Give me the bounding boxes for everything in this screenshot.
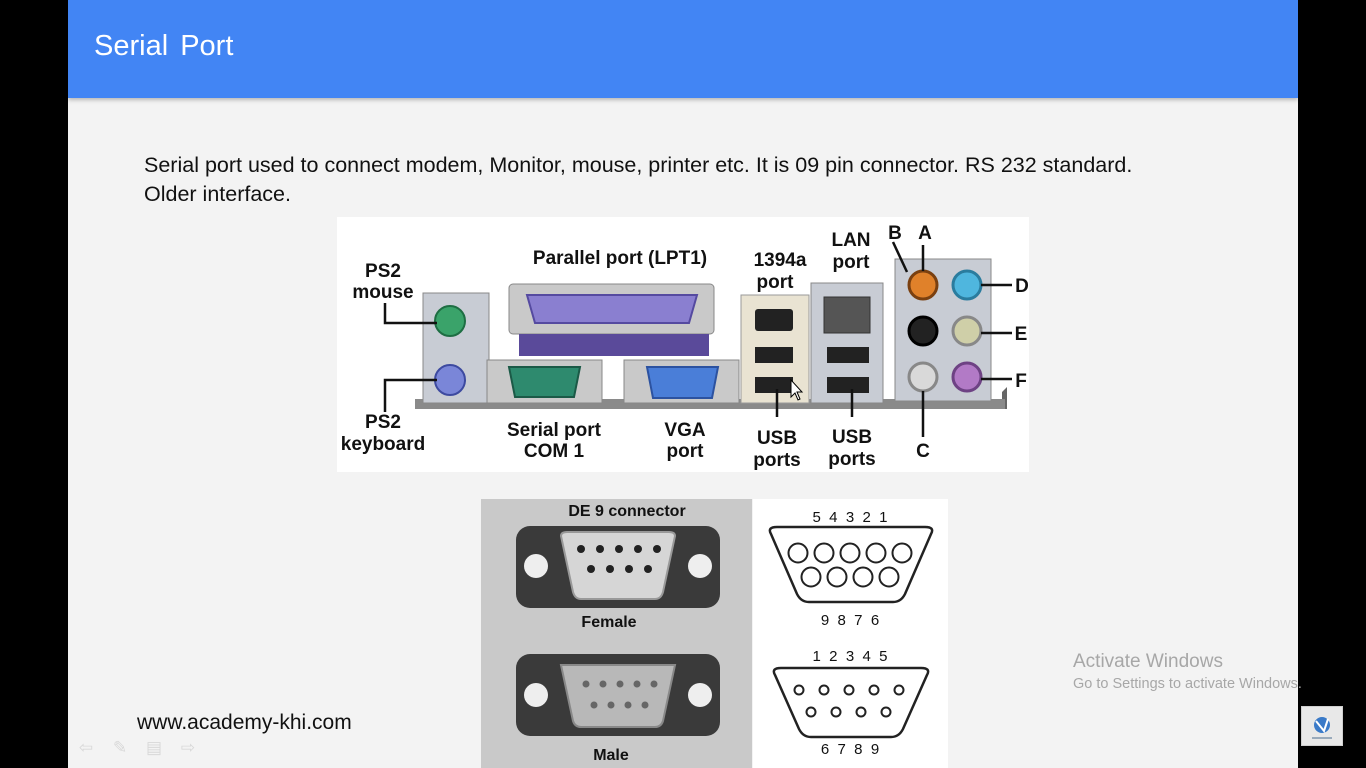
ps2-keyboard-port — [434, 364, 466, 396]
usb-port — [827, 347, 869, 363]
lan-port-label: LAN — [831, 230, 870, 251]
audio-jack-e — [951, 315, 983, 347]
footer-url: www.academy-khi.com — [137, 711, 352, 734]
vga-port-label: port — [667, 441, 705, 462]
audio-label-e: E — [1015, 324, 1028, 345]
usb-ports-label: USB — [757, 428, 797, 449]
usb-port — [755, 377, 793, 393]
pen-icon[interactable]: ✎ — [112, 738, 128, 757]
de9-male-connector — [559, 664, 677, 728]
audio-label-c: C — [916, 441, 930, 462]
slide: Serial Port Serial port used to connect … — [68, 0, 1298, 768]
vga-port-label: VGA — [664, 420, 705, 441]
activate-windows-watermark: Activate Windows Go to Settings to activ… — [1073, 651, 1302, 692]
lan-port-label: port — [833, 252, 871, 273]
serial-port-label: Serial port — [507, 420, 602, 441]
audio-label-f: F — [1015, 371, 1027, 392]
ieee1394-port-label: 1394a — [754, 250, 807, 271]
audio-label-d: D — [1015, 276, 1029, 297]
ps2-mouse-label: mouse — [352, 282, 413, 303]
audio-label-a: A — [918, 223, 932, 244]
menu-icon[interactable]: ▤ — [145, 738, 163, 757]
ps2-keyboard-label: keyboard — [341, 434, 425, 455]
parallel-port-connector — [525, 294, 699, 324]
de9-male-label: Male — [593, 747, 629, 764]
audio-jack-b — [907, 315, 939, 347]
back-panel-ports-image: PS2 mouse PS2 keyboard Parallel port (LP… — [337, 217, 1029, 472]
de9-female-connector — [559, 531, 677, 600]
parallel-port-label: Parallel port (LPT1) — [533, 248, 707, 269]
activate-windows-heading: Activate Windows — [1073, 651, 1223, 672]
female-top-pin-numbers: 5 4 3 2 1 — [812, 509, 887, 526]
female-bottom-pin-numbers: 9 8 7 6 — [821, 612, 879, 629]
male-bottom-pin-numbers: 6 7 8 9 — [821, 741, 879, 758]
usb-port — [827, 377, 869, 393]
de9-pinout-diagram: 5 4 3 2 1 9 8 7 6 1 2 3 4 5 6 7 8 9 — [753, 499, 948, 768]
vga-port-connector — [645, 366, 720, 399]
title-bar: Serial Port — [68, 0, 1298, 98]
ps2-keyboard-label: PS2 — [365, 412, 401, 433]
mouse-cursor-icon — [790, 378, 804, 401]
activate-windows-subtext: Go to Settings to activate Windows. — [1073, 676, 1302, 692]
audio-jack-a — [907, 269, 939, 301]
usb-ports-label: ports — [828, 449, 876, 470]
usb-port — [755, 347, 793, 363]
audio-jack-c — [907, 361, 939, 393]
de9-caption: DE 9 connector — [568, 503, 685, 520]
audio-jack-f — [951, 361, 983, 393]
ps2-mouse-port — [434, 305, 466, 337]
de9-female-label: Female — [581, 614, 636, 631]
audio-label-b: B — [888, 223, 902, 244]
ieee1394-port — [755, 309, 793, 331]
male-top-pin-numbers: 1 2 3 4 5 — [812, 648, 887, 665]
arrow-left-icon[interactable]: ⇦ — [78, 738, 94, 757]
slide-title: Serial Port — [94, 30, 234, 62]
slide-body-text: Serial port used to connect modem, Monit… — [144, 153, 1133, 206]
serial-port-connector — [507, 366, 582, 398]
arrow-right-icon[interactable]: ⇨ — [180, 738, 196, 757]
slide-navigation: ⇦ ✎ ▤ ⇨ — [76, 738, 198, 758]
ieee1394-port-label: port — [757, 272, 795, 293]
tray-app-icon[interactable] — [1301, 706, 1343, 746]
de9-connector-photo: DE 9 connector Female Male — [481, 499, 752, 768]
usb-ports-label: ports — [753, 450, 801, 471]
serial-port-label: COM 1 — [524, 441, 585, 462]
audio-jack-d — [951, 269, 983, 301]
usb-ports-label: USB — [832, 427, 872, 448]
ps2-mouse-label: PS2 — [365, 261, 401, 282]
lan-port — [823, 296, 871, 334]
